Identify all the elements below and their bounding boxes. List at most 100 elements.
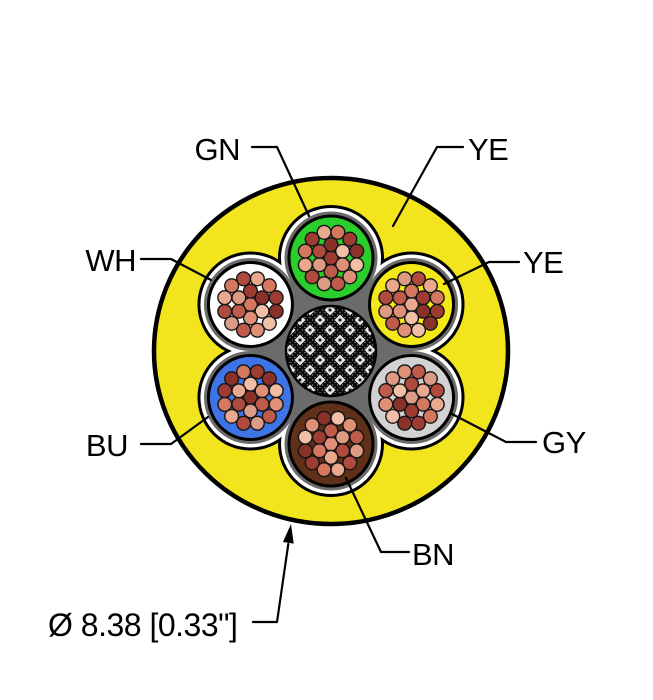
- leader-bu: [139, 415, 210, 446]
- copper-strand: [429, 383, 445, 399]
- copper-strand: [268, 303, 284, 319]
- copper-strand: [415, 383, 431, 399]
- copper-strand: [335, 243, 351, 259]
- copper-strand: [342, 231, 358, 247]
- copper-strand: [422, 278, 438, 294]
- copper-strand: [231, 383, 247, 399]
- copper-strand: [403, 376, 420, 392]
- copper-strand: [330, 224, 346, 240]
- copper-strand: [231, 303, 247, 319]
- leader-gn: [250, 145, 311, 218]
- copper-strand: [397, 415, 413, 431]
- copper-strand: [410, 322, 427, 338]
- conductor-gy-2: [368, 354, 456, 441]
- copper-strand: [378, 396, 394, 412]
- copper-strand: [242, 376, 259, 392]
- copper-strand: [268, 383, 284, 399]
- copper-strand: [261, 278, 277, 294]
- copper-strand: [429, 303, 445, 319]
- copper-strand: [304, 231, 320, 247]
- conductor-bu-4: [206, 354, 294, 441]
- copper-strand: [217, 396, 233, 412]
- dimension-arrow-shaft: [251, 542, 290, 624]
- copper-strand: [330, 410, 346, 426]
- copper-strand: [323, 449, 339, 466]
- copper-strand: [429, 290, 445, 306]
- copper-strand: [422, 371, 438, 387]
- copper-strand: [311, 243, 327, 259]
- copper-strand: [429, 396, 445, 412]
- copper-strand: [217, 303, 233, 319]
- copper-strand: [422, 408, 438, 424]
- copper-strand: [349, 429, 365, 445]
- copper-strand: [261, 315, 277, 331]
- copper-strand: [242, 283, 259, 299]
- copper-strand: [304, 455, 320, 471]
- copper-strand: [249, 415, 265, 431]
- copper-strand: [385, 371, 401, 387]
- copper-strand: [235, 415, 252, 431]
- copper-strand: [392, 303, 408, 319]
- copper-strand: [397, 322, 413, 338]
- copper-strand: [311, 429, 327, 445]
- label-bu: BU: [86, 428, 128, 463]
- copper-strand: [392, 396, 408, 412]
- label-gn: GN: [195, 132, 241, 167]
- copper-strand: [254, 290, 270, 306]
- copper-strand: [403, 310, 420, 326]
- copper-strand: [231, 396, 247, 412]
- dimension-arrowhead: [282, 524, 294, 544]
- copper-strand: [224, 408, 240, 424]
- leader-bn: [344, 476, 411, 554]
- copper-strand: [297, 243, 313, 259]
- copper-strand: [323, 237, 339, 253]
- copper-strand: [249, 364, 265, 380]
- cable-body: [151, 175, 511, 527]
- copper-strand: [378, 303, 394, 319]
- copper-strand: [231, 290, 247, 306]
- copper-strand: [297, 429, 313, 445]
- copper-strand: [224, 315, 240, 331]
- copper-strand: [392, 383, 408, 399]
- copper-strand: [392, 290, 408, 306]
- copper-strand: [378, 383, 394, 399]
- copper-strand: [261, 371, 277, 387]
- copper-strand: [342, 417, 358, 433]
- copper-strand: [242, 403, 259, 419]
- copper-strand: [249, 322, 265, 338]
- copper-strand: [342, 455, 358, 471]
- copper-strand: [349, 257, 365, 273]
- copper-strand: [385, 315, 401, 331]
- copper-strand: [349, 443, 365, 459]
- labels: GN YE WH YE BU GY BN Ø 8.38 [0.33"]: [48, 132, 586, 643]
- copper-strand: [268, 290, 284, 306]
- copper-strand: [323, 423, 339, 439]
- copper-strand: [330, 276, 346, 292]
- copper-strand: [297, 443, 313, 459]
- copper-strand: [254, 383, 270, 399]
- copper-strand: [304, 269, 320, 285]
- copper-strand: [385, 408, 401, 424]
- leader-gy: [450, 412, 538, 444]
- copper-strand: [349, 243, 365, 259]
- copper-strand: [323, 263, 339, 280]
- copper-strand: [410, 415, 427, 431]
- copper-strand: [268, 396, 284, 412]
- copper-strand: [224, 371, 240, 387]
- copper-strand: [410, 271, 427, 287]
- copper-strand: [342, 269, 358, 285]
- copper-strand: [385, 278, 401, 294]
- label-gy: GY: [542, 425, 586, 460]
- copper-strand: [304, 417, 320, 433]
- label-ye-jacket: YE: [468, 132, 508, 167]
- copper-strand: [410, 364, 427, 380]
- copper-strand: [217, 290, 233, 306]
- leader-lines: [139, 145, 538, 624]
- copper-strand: [249, 271, 265, 287]
- conductor-bn-3: [287, 400, 375, 488]
- copper-strand: [330, 462, 346, 478]
- label-ye-core: YE: [523, 245, 563, 280]
- copper-strand: [235, 322, 252, 338]
- conductor-gn-0: [287, 214, 375, 302]
